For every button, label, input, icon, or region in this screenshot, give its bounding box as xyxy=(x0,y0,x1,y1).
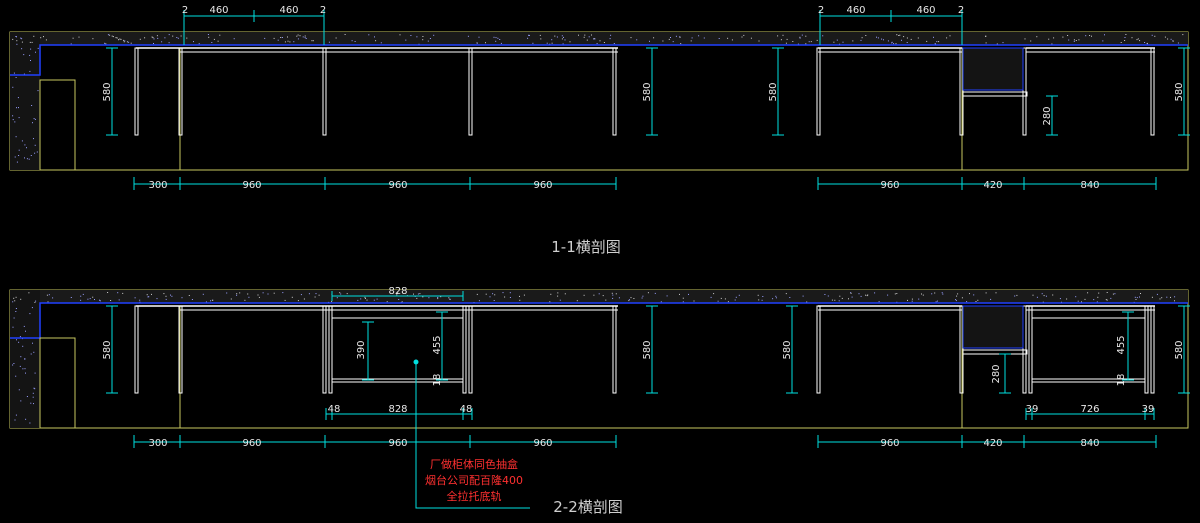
note-line: 全拉托底轨 xyxy=(447,489,502,503)
section-2-2: 580 580 580 580 390 455 455 280 18 18 82… xyxy=(9,286,1190,516)
bottom-dim-label: 840 xyxy=(1080,180,1099,191)
height-dim-label: 580 xyxy=(1174,340,1185,359)
height-dim-label: 280 xyxy=(991,364,1002,383)
hatched-box xyxy=(962,305,1024,349)
inner-dim-label: 39 xyxy=(1026,404,1039,415)
height-dim-label: 580 xyxy=(642,82,653,101)
top-dim-label: 828 xyxy=(388,286,407,297)
height-dim-label: 455 xyxy=(432,335,443,354)
section-title: 2-2横剖图 xyxy=(553,498,623,516)
top-dim-label: 460 xyxy=(279,5,298,16)
bottom-dim-label: 960 xyxy=(880,180,899,191)
inner-dim-label: 48 xyxy=(328,404,341,415)
door-frame xyxy=(39,79,76,171)
inner-dim-label: 18 xyxy=(1116,374,1127,387)
concrete-hatch xyxy=(12,34,1184,163)
bottom-dim-lines xyxy=(133,177,1157,190)
inner-dim-label: 828 xyxy=(388,404,407,415)
top-dim-label: 460 xyxy=(209,5,228,16)
top-dim-label: 2 xyxy=(958,5,964,16)
inner-dim-label: 726 xyxy=(1080,404,1099,415)
top-dim-label: 2 xyxy=(182,5,188,16)
height-dim-label: 580 xyxy=(102,340,113,359)
top-dim-label: 2 xyxy=(818,5,824,16)
bottom-dim-label: 960 xyxy=(533,180,552,191)
height-dim-label: 580 xyxy=(768,82,779,101)
note-leader xyxy=(413,359,530,509)
height-dim-label: 280 xyxy=(1042,106,1053,125)
inner-dim-label: 39 xyxy=(1142,404,1155,415)
door-frame xyxy=(39,337,76,429)
bottom-dim-label: 300 xyxy=(148,180,167,191)
top-dim-label: 460 xyxy=(846,5,865,16)
height-dim-lines xyxy=(106,47,1190,136)
height-dim-label: 455 xyxy=(1116,335,1127,354)
top-dim-lines xyxy=(331,291,464,301)
wall-line xyxy=(10,44,1188,76)
section-1-1: 580 580 580 580 280 2 460 460 2 2 460 46… xyxy=(9,5,1190,256)
ceiling-slab xyxy=(10,32,1188,45)
bottom-dim-label: 960 xyxy=(533,438,552,449)
wall-line xyxy=(10,302,1188,339)
bottom-dim-label: 420 xyxy=(983,180,1002,191)
bottom-dim-label: 300 xyxy=(148,438,167,449)
note-line: 厂做柜体同色抽盒 xyxy=(430,457,518,471)
top-dim-label: 2 xyxy=(320,5,326,16)
shelf-board xyxy=(962,91,1028,97)
drawer-box xyxy=(1031,317,1146,383)
drawer-box xyxy=(331,317,464,383)
hatched-box xyxy=(962,47,1024,91)
top-dim-lines xyxy=(183,10,963,45)
top-dim-label: 460 xyxy=(916,5,935,16)
height-dim-label: 580 xyxy=(1174,82,1185,101)
left-wall xyxy=(10,32,40,170)
bottom-dim-label: 960 xyxy=(388,180,407,191)
bottom-dim-lines xyxy=(133,435,1157,448)
shelf-board xyxy=(962,349,1028,355)
bottom-dim-label: 960 xyxy=(242,180,261,191)
inner-dim-label: 48 xyxy=(460,404,473,415)
height-dim-label: 580 xyxy=(782,340,793,359)
ceiling-slab xyxy=(10,290,1188,303)
section-title: 1-1横剖图 xyxy=(551,238,621,256)
height-dim-label: 390 xyxy=(356,340,367,359)
inner-dim-lines xyxy=(325,408,1155,420)
note-line: 烟台公司配百隆400 xyxy=(425,473,523,487)
bottom-dim-label: 840 xyxy=(1080,438,1099,449)
inner-dim-label: 18 xyxy=(432,374,443,387)
height-dim-label: 580 xyxy=(102,82,113,101)
height-dim-lines xyxy=(106,305,1190,394)
height-dim-label: 580 xyxy=(642,340,653,359)
bottom-dim-label: 960 xyxy=(242,438,261,449)
bottom-dim-label: 420 xyxy=(983,438,1002,449)
bottom-dim-label: 960 xyxy=(880,438,899,449)
bottom-dim-label: 960 xyxy=(388,438,407,449)
